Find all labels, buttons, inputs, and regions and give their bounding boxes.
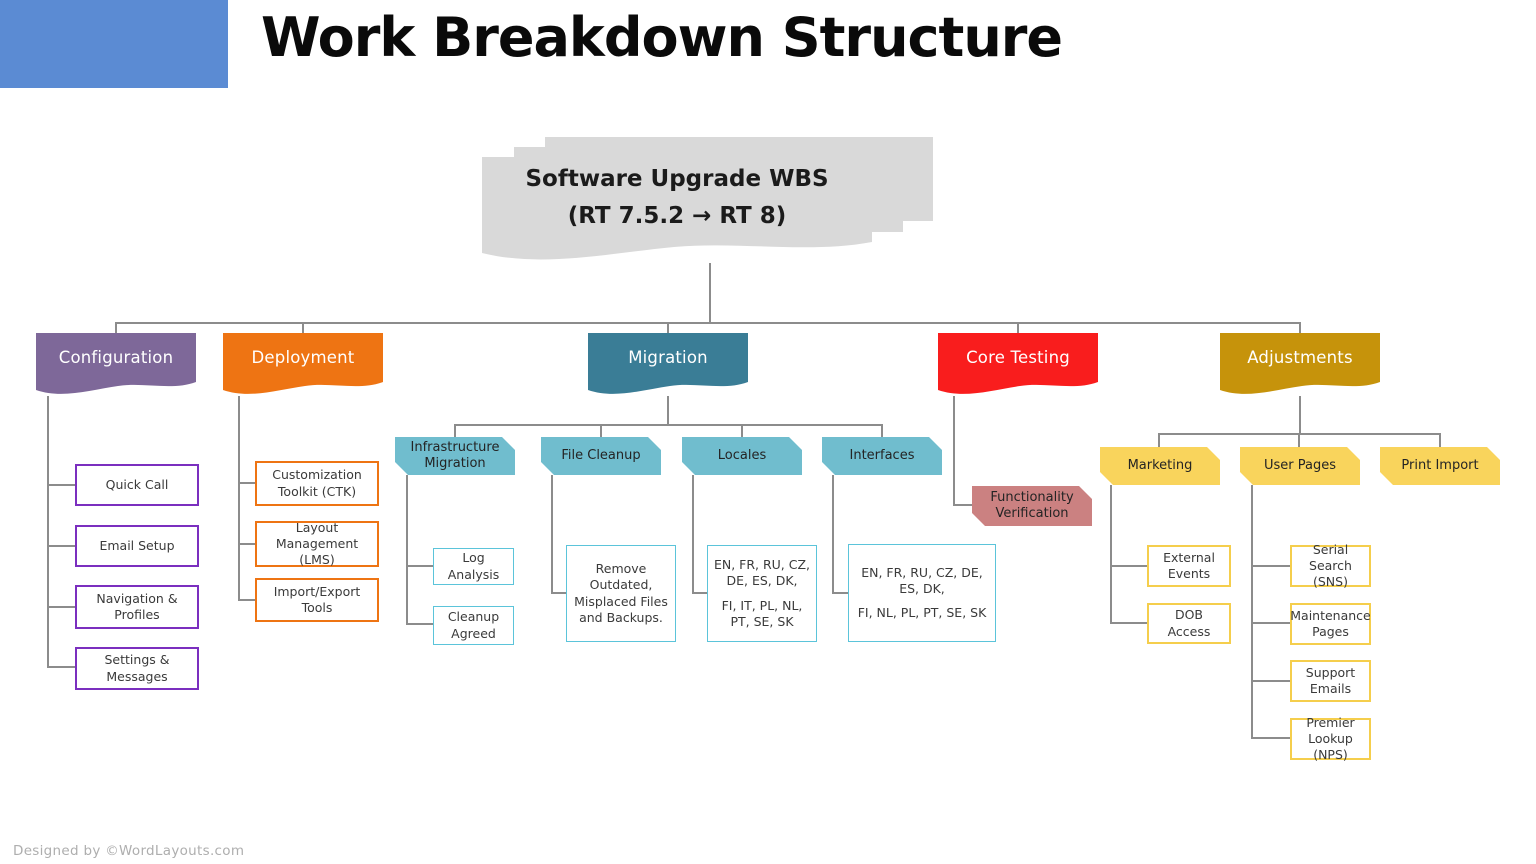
connector xyxy=(832,592,848,594)
connector xyxy=(667,322,669,334)
connector xyxy=(115,322,117,334)
page-title: Work Breakdown Structure xyxy=(261,6,1063,69)
branch-label: Migration xyxy=(628,347,708,367)
connector xyxy=(551,592,566,594)
connector xyxy=(692,475,694,594)
connector xyxy=(953,504,972,506)
branch-configuration: Configuration xyxy=(36,333,196,397)
root-node-text: Software Upgrade WBS (RT 7.5.2 → RT 8) xyxy=(482,168,872,228)
connector xyxy=(1017,322,1019,334)
branch-label: Configuration xyxy=(58,347,174,367)
branch-deployment: Deployment xyxy=(223,333,383,397)
connector xyxy=(1110,565,1147,567)
branch-label: Core Testing xyxy=(966,347,1070,367)
flag-shape xyxy=(36,333,196,394)
connector xyxy=(1110,485,1112,623)
subhead-print-import: Print Import xyxy=(1380,447,1500,485)
connector xyxy=(454,424,883,426)
subhead-marketing: Marketing xyxy=(1100,447,1220,485)
connector xyxy=(1251,680,1290,682)
connector xyxy=(302,322,304,334)
subhead-interfaces: Interfaces xyxy=(822,437,942,475)
node-layout-management: Layout Management (LMS) xyxy=(255,520,379,567)
connector xyxy=(47,545,75,547)
node-settings-messages: Settings & Messages xyxy=(75,647,199,690)
interfaces-line1: EN, FR, RU, CZ, DE, ES, DK, xyxy=(861,564,983,596)
node-quick-call: Quick Call xyxy=(75,464,199,506)
connector xyxy=(1299,322,1301,334)
connector xyxy=(600,424,602,437)
branch-label: Adjustments xyxy=(1247,347,1353,367)
connector xyxy=(1251,622,1290,624)
credit-text: Designed by ©WordLayouts.com xyxy=(13,843,245,859)
branch-core-testing: Core Testing xyxy=(938,333,1098,397)
connector xyxy=(832,475,834,594)
connector xyxy=(47,484,75,486)
flag-shape xyxy=(223,333,383,394)
connector xyxy=(406,623,433,625)
node-customization-toolkit: Customization Toolkit (CTK) xyxy=(255,461,379,506)
node-support-emails: Support Emails xyxy=(1290,660,1371,702)
connector xyxy=(238,482,255,484)
connector xyxy=(1110,622,1147,624)
connector xyxy=(1158,433,1160,447)
node-dob-access: DOB Access xyxy=(1147,603,1231,644)
connector xyxy=(238,599,255,601)
connector xyxy=(953,396,955,506)
connector xyxy=(115,322,1301,324)
node-functionality-verification: Functionality Verification xyxy=(972,486,1092,526)
flag-shape xyxy=(938,333,1098,394)
node-email-setup: Email Setup xyxy=(75,525,199,567)
node-locales-list: EN, FR, RU, CZ, DE, ES, DK, FI, IT, PL, … xyxy=(707,545,817,642)
connector xyxy=(406,565,433,567)
node-interfaces-list: EN, FR, RU, CZ, DE, ES, DK, FI, NL, PL, … xyxy=(848,544,996,642)
node-serial-search: Serial Search (SNS) xyxy=(1290,542,1371,589)
connector xyxy=(1251,737,1290,739)
connector xyxy=(47,666,75,668)
root-wavy-shape xyxy=(482,157,872,260)
connector xyxy=(406,475,408,625)
connector xyxy=(47,396,49,668)
node-cleanup-agreed: Cleanup Agreed xyxy=(433,606,514,645)
flag-shape xyxy=(1220,333,1380,394)
subhead-infrastructure-migration: Infrastructure Migration xyxy=(395,437,515,475)
connector xyxy=(47,606,75,608)
connector xyxy=(1298,433,1300,447)
flag-shape xyxy=(588,333,748,394)
connector xyxy=(1251,485,1253,739)
node-import-export-tools: Import/Export Tools xyxy=(255,578,379,622)
connector xyxy=(551,475,553,594)
accent-bar xyxy=(0,0,228,88)
root-node-line2: (RT 7.5.2 → RT 8) xyxy=(567,203,787,229)
subhead-file-cleanup: File Cleanup xyxy=(541,437,661,475)
root-node-line1: Software Upgrade WBS xyxy=(525,166,829,192)
branch-label: Deployment xyxy=(251,347,355,367)
interfaces-line2: FI, NL, PL, PT, SE, SK xyxy=(857,605,987,621)
node-navigation-profiles: Navigation & Profiles xyxy=(75,585,199,629)
connector xyxy=(741,424,743,437)
node-external-events: External Events xyxy=(1147,545,1231,587)
connector xyxy=(238,543,255,545)
subhead-locales: Locales xyxy=(682,437,802,475)
connector xyxy=(692,592,707,594)
connector xyxy=(667,396,669,425)
locales-line1: EN, FR, RU, CZ, DE, ES, DK, xyxy=(713,557,811,589)
node-maintenance-pages: Maintenance Pages xyxy=(1290,603,1371,645)
locales-line2: FI, IT, PL, NL, PT, SE, SK xyxy=(721,597,803,629)
connector xyxy=(238,396,240,600)
node-remove-outdated: Remove Outdated, Misplaced Files and Bac… xyxy=(566,545,676,642)
connector xyxy=(709,263,711,323)
connector xyxy=(1299,396,1301,434)
connector xyxy=(881,424,883,437)
connector xyxy=(1251,565,1290,567)
node-log-analysis: Log Analysis xyxy=(433,548,514,585)
root-node xyxy=(482,157,872,263)
node-premier-lookup: Premier Lookup (NPS) xyxy=(1290,715,1371,762)
branch-migration: Migration xyxy=(588,333,748,397)
subhead-user-pages: User Pages xyxy=(1240,447,1360,485)
connector xyxy=(1439,433,1441,447)
connector xyxy=(454,424,456,437)
branch-adjustments: Adjustments xyxy=(1220,333,1380,397)
